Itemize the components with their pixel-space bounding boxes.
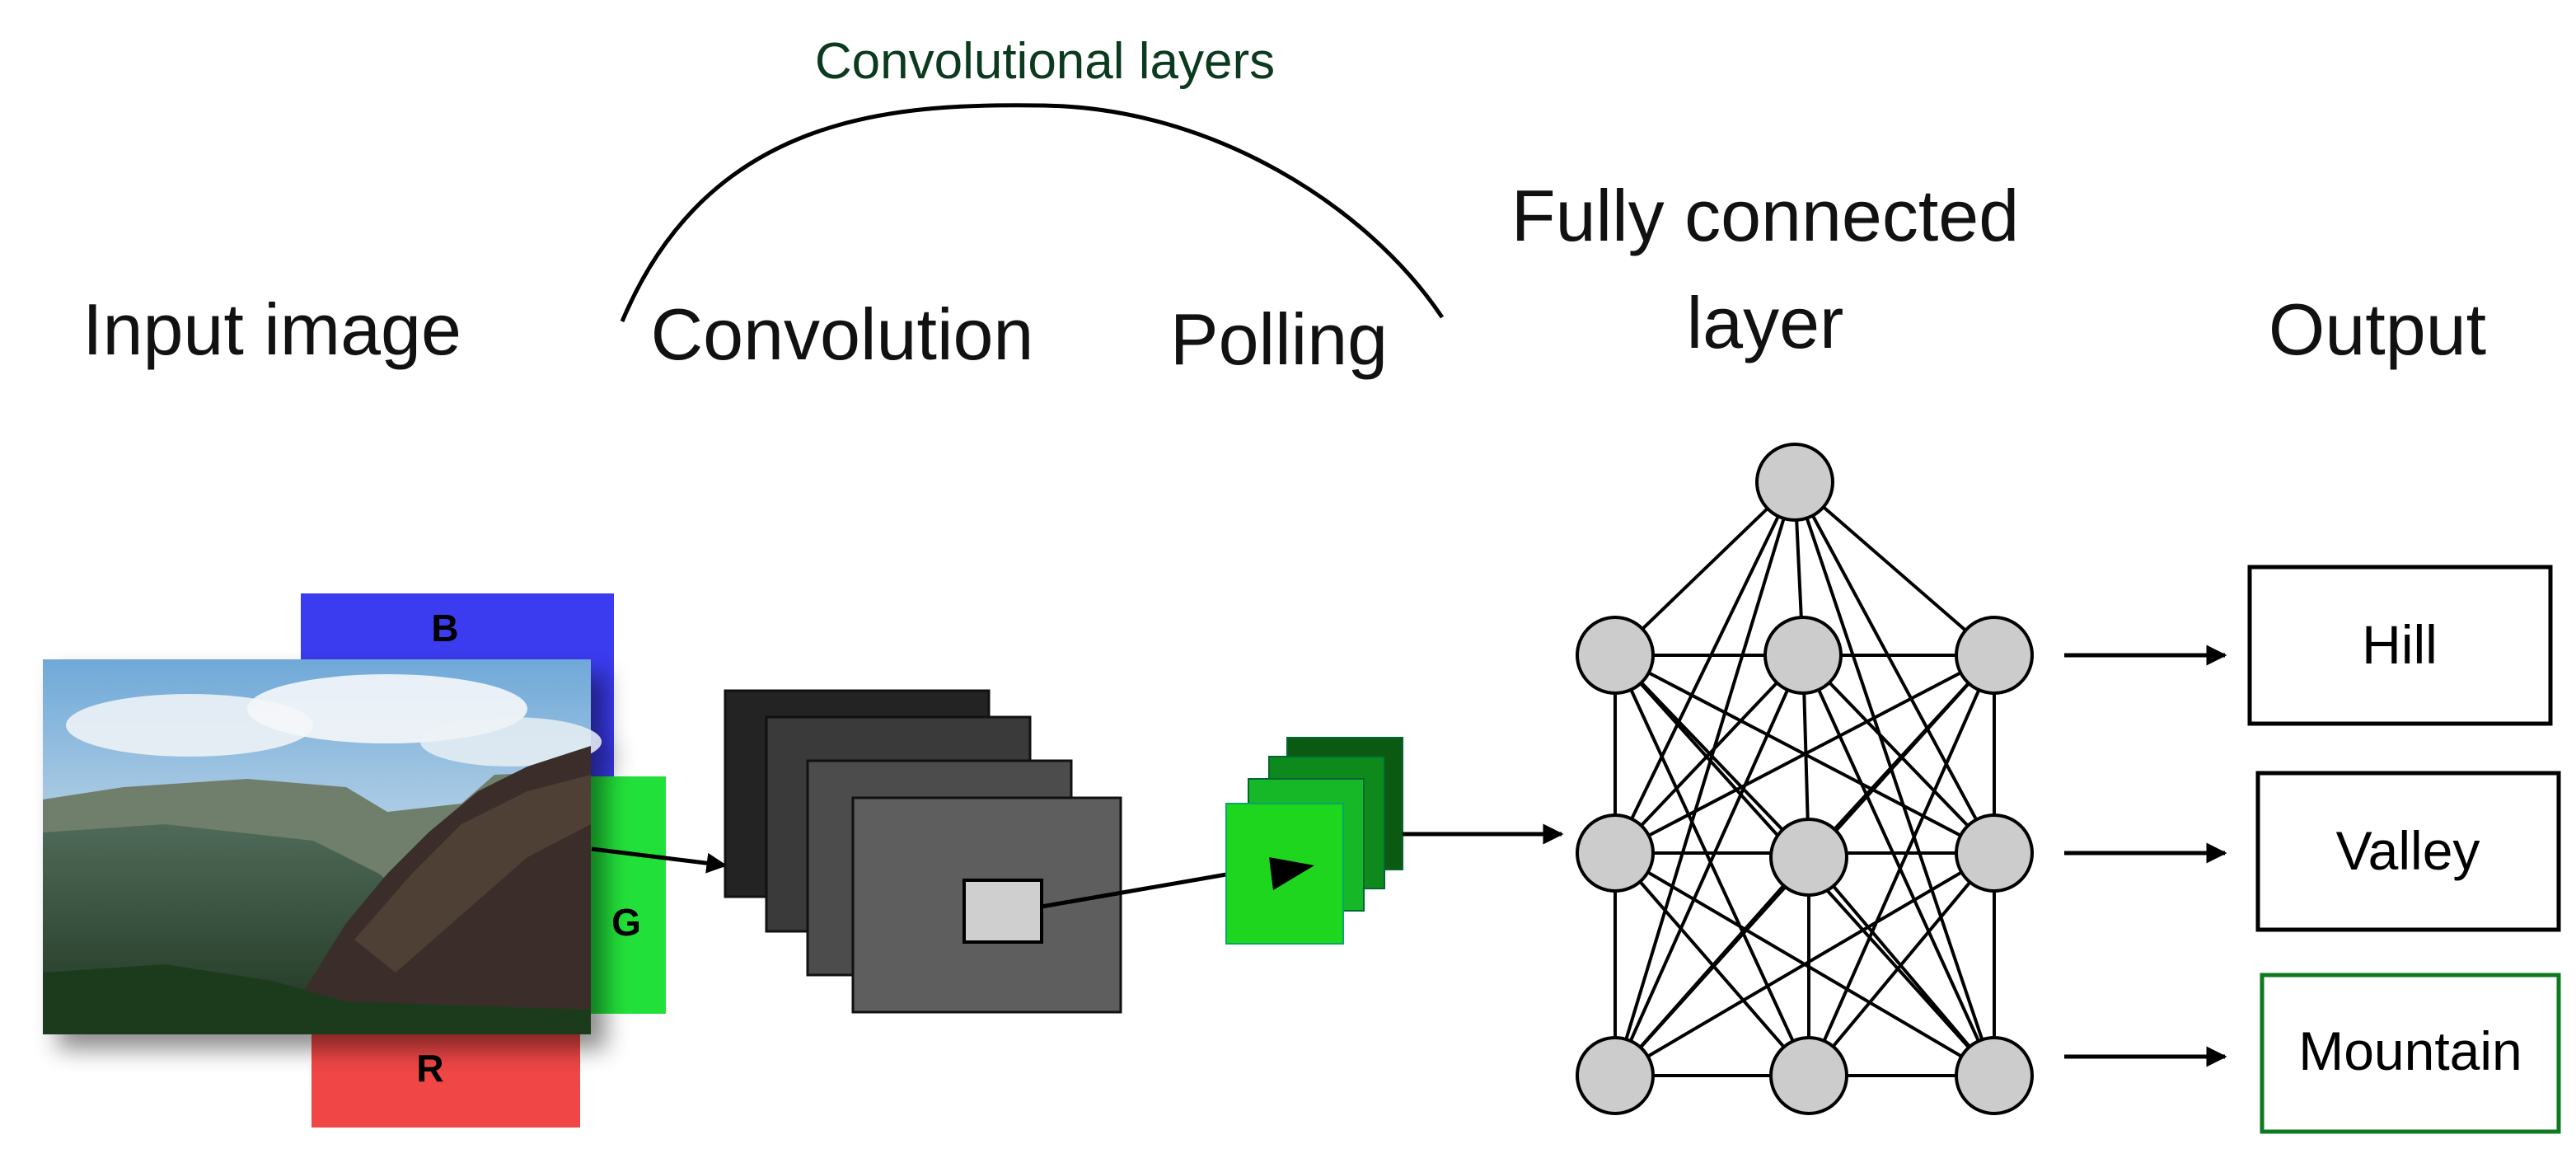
- output-classes: Hill Valley Mountain: [2247, 565, 2561, 1134]
- fc-node: [1955, 813, 2034, 893]
- pooling-label: Polling: [1170, 298, 1388, 380]
- output-label-hill: Hill: [2362, 614, 2438, 675]
- convolution-label: Convolution: [651, 293, 1034, 375]
- convolutional-layers-label: Convolutional layers: [815, 33, 1275, 90]
- fc-node: [1576, 813, 1655, 893]
- fc-node: [1769, 1036, 1848, 1115]
- green-channel-label: G: [611, 901, 641, 944]
- fully-connected-network: [1614, 481, 1996, 1077]
- mountain-landscape-photo: [43, 659, 602, 1034]
- blue-channel-label: B: [431, 607, 458, 649]
- output-label: Output: [2269, 288, 2486, 370]
- output-box-valley: [2255, 771, 2561, 932]
- red-channel: [311, 1034, 580, 1128]
- fully-connected-label-line2: layer: [1687, 282, 1844, 363]
- output-label-mountain: Mountain: [2298, 1020, 2522, 1081]
- red-channel-label: R: [416, 1047, 443, 1090]
- fully-connected-label-line1: Fully connected: [1511, 175, 2019, 256]
- fc-node: [1769, 818, 1848, 897]
- output-box-hill: [2247, 565, 2553, 726]
- output-box-mountain: [2260, 973, 2561, 1134]
- pooling-feature-maps: [1225, 737, 1403, 945]
- fc-node: [1763, 616, 1843, 695]
- output-label-valley: Valley: [2336, 820, 2480, 881]
- rgb-input-stack: B G R: [43, 593, 666, 1128]
- kernel-window: [962, 879, 1043, 944]
- fc-node: [1955, 616, 2034, 695]
- fc-nodes: [1576, 443, 2034, 1115]
- fc-node: [1755, 443, 1834, 522]
- input-image-label: Input image: [82, 288, 461, 370]
- fc-node: [1576, 616, 1655, 695]
- arrow-input-to-convolution: [591, 846, 728, 874]
- fc-node: [1955, 1036, 2034, 1115]
- convolution-feature-maps: [724, 689, 1122, 1014]
- fc-node: [1576, 1036, 1655, 1115]
- convolutional-layers-arc: [620, 103, 1445, 322]
